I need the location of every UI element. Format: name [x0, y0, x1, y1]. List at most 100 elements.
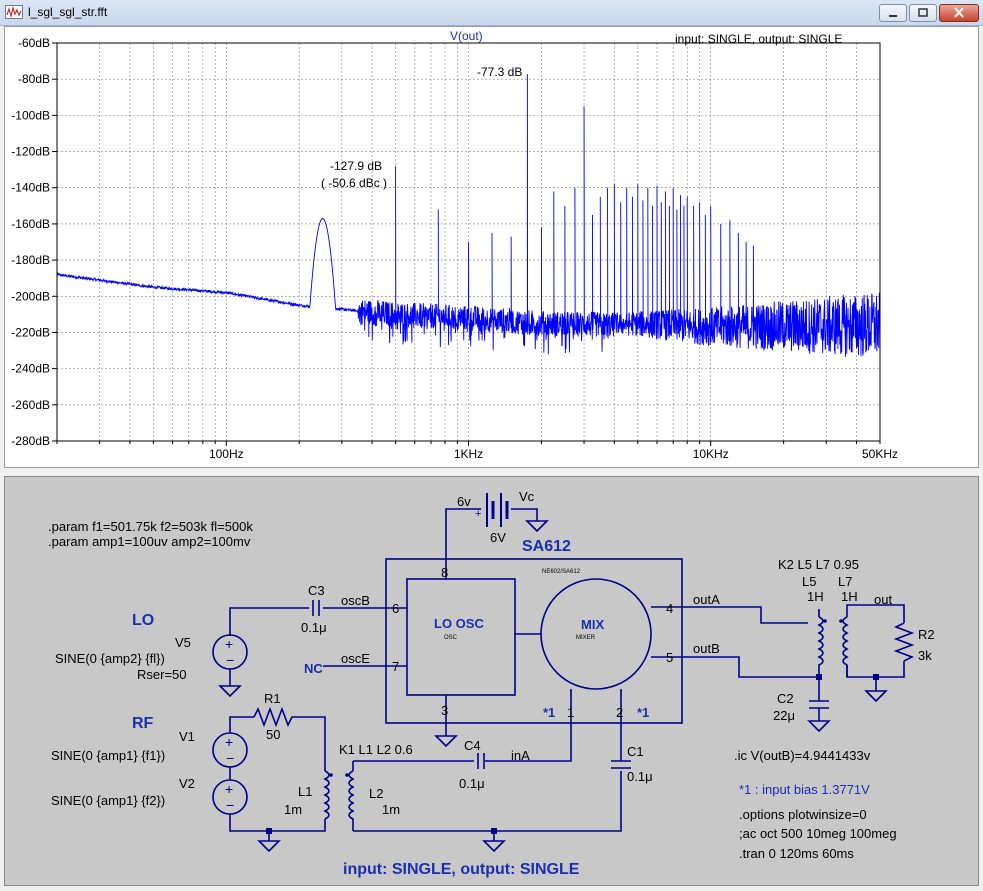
v5-value[interactable]: SINE(0 {amp2} {fl})	[55, 651, 165, 666]
mix-label: MIX	[581, 617, 604, 632]
net-label-out[interactable]: out	[874, 592, 892, 607]
c4-value[interactable]: 0.1μ	[459, 776, 485, 791]
l2-name[interactable]: L2	[369, 786, 383, 801]
peak-annotation-second: -127.9 dB	[330, 159, 382, 173]
pin-note-2: *1	[637, 705, 649, 720]
v1-value[interactable]: SINE(0 {amp1} {f1})	[51, 748, 165, 763]
c2-name[interactable]: C2	[777, 691, 794, 706]
v5-extra[interactable]: Rser=50	[137, 667, 187, 682]
source-polarity: +	[225, 734, 233, 750]
supply-name[interactable]: Vc	[519, 489, 535, 504]
c2-value[interactable]: 22μ	[773, 708, 795, 723]
peak-annotation-main: -77.3 dB	[477, 65, 522, 79]
resistor-r2[interactable]	[893, 622, 915, 662]
supply-value[interactable]: 6V	[490, 530, 506, 545]
peak-annotation-dbc: ( -50.6 dBc )	[321, 176, 387, 190]
ground-symbol	[434, 735, 458, 748]
c4-name[interactable]: C4	[464, 738, 481, 753]
l1-name[interactable]: L1	[298, 784, 312, 799]
mixer-block[interactable]	[540, 578, 652, 690]
supply-net-label: 6v	[457, 494, 471, 509]
l7-name[interactable]: L7	[838, 574, 852, 589]
pin-2-label: 2	[616, 705, 623, 720]
wire	[651, 656, 819, 678]
ground-symbol	[482, 831, 506, 853]
ground-symbol	[525, 520, 549, 533]
schematic-pane[interactable]: + − + − + − +	[4, 476, 979, 886]
y-tick-label: -180dB	[11, 253, 50, 267]
c1-value[interactable]: 0.1μ	[627, 769, 653, 784]
window-titlebar[interactable]: l_sgl_sgl_str.fft	[0, 0, 983, 26]
v2-name[interactable]: V2	[179, 776, 195, 791]
rf-heading: RF	[132, 715, 154, 732]
l2-value[interactable]: 1m	[382, 802, 400, 817]
fft-trace-vout[interactable]	[56, 74, 881, 357]
fft-plot-pane[interactable]: -60dB-80dB-100dB-120dB-140dB-160dB-180dB…	[4, 26, 979, 468]
ground-symbol	[864, 677, 888, 703]
fft-chart[interactable]: -60dB-80dB-100dB-120dB-140dB-160dB-180dB…	[5, 27, 978, 467]
l1-value[interactable]: 1m	[284, 802, 302, 817]
inductor-l5[interactable]	[817, 616, 824, 677]
plot-trace-layer	[56, 74, 881, 357]
v5-name[interactable]: V5	[175, 635, 191, 650]
wire	[229, 716, 254, 733]
options-directive[interactable]: .options plotwinsize=0	[739, 807, 867, 822]
ic-directive[interactable]: .ic V(outB)=4.9441433v	[734, 748, 871, 763]
tran-directive[interactable]: .tran 0 120ms 60ms	[739, 846, 854, 861]
net-label-outa[interactable]: outA	[693, 592, 720, 607]
schematic-canvas[interactable]: + − + − + − +	[5, 477, 978, 885]
y-tick-label: -200dB	[11, 289, 50, 303]
osc-block[interactable]	[406, 578, 516, 696]
y-tick-label: -280dB	[11, 434, 50, 448]
r1-value[interactable]: 50	[266, 727, 280, 742]
coil-dot	[823, 619, 827, 623]
source-polarity: −	[226, 750, 234, 766]
minimize-button[interactable]	[879, 4, 907, 22]
resistor-r1[interactable]	[253, 706, 326, 771]
ac-directive[interactable]: ;ac oct 500 10meg 100meg	[739, 826, 897, 841]
l7-value[interactable]: 1H	[841, 589, 858, 604]
l5-value[interactable]: 1H	[807, 589, 824, 604]
pin-6-label: 6	[392, 601, 399, 616]
ic-body[interactable]	[385, 558, 683, 724]
inductor-l2[interactable]	[348, 770, 355, 831]
schematic-footer: input: SINGLE, output: SINGLE	[343, 861, 580, 878]
net-label-osce[interactable]: oscE	[341, 651, 370, 666]
source-polarity: +	[225, 636, 233, 652]
c3-value[interactable]: 0.1μ	[301, 620, 327, 635]
k1-directive[interactable]: K1 L1 L2 0.6	[339, 742, 413, 757]
param-line-2[interactable]: .param amp1=100uv amp2=100mv	[48, 534, 251, 549]
source-polarity: +	[225, 781, 233, 797]
y-tick-label: -220dB	[11, 325, 50, 339]
net-label-ina[interactable]: inA	[511, 748, 530, 763]
param-line-1[interactable]: .param f1=501.75k f2=503k fl=500k	[48, 519, 253, 534]
wire	[353, 771, 622, 832]
bias-note[interactable]: *1 : input bias 1.3771V	[739, 782, 870, 797]
maximize-button[interactable]	[909, 4, 937, 22]
v2-value[interactable]: SINE(0 {amp1} {f2})	[51, 793, 165, 808]
r1-name[interactable]: R1	[264, 691, 281, 706]
inductor-l7[interactable]	[842, 616, 849, 677]
r2-value[interactable]: 3k	[918, 648, 932, 663]
plot-header-right: input: SINGLE, output: SINGLE	[675, 32, 842, 46]
k2-directive[interactable]: K2 L5 L7 0.95	[778, 557, 859, 572]
ic-name[interactable]: SA612	[522, 538, 571, 555]
y-tick-label: -140dB	[11, 181, 50, 195]
net-label-oscb[interactable]: oscB	[341, 593, 370, 608]
r2-name[interactable]: R2	[918, 627, 935, 642]
wire	[846, 604, 905, 623]
l5-name[interactable]: L5	[802, 574, 816, 589]
c1-name[interactable]: C1	[627, 744, 644, 759]
wire	[229, 814, 326, 832]
net-label-outb[interactable]: outB	[693, 641, 720, 656]
net-label-nc[interactable]: NC	[304, 661, 323, 676]
y-tick-label: -120dB	[11, 145, 50, 159]
close-button[interactable]	[939, 4, 979, 22]
pin-1-label: 1	[567, 705, 574, 720]
pin-4-label: 4	[666, 601, 673, 616]
v1-name[interactable]: V1	[179, 729, 195, 744]
c3-name[interactable]: C3	[308, 583, 325, 598]
inductor-l1[interactable]	[323, 770, 330, 820]
coil-dot	[329, 773, 333, 777]
trace-label[interactable]: V(out)	[450, 29, 483, 43]
